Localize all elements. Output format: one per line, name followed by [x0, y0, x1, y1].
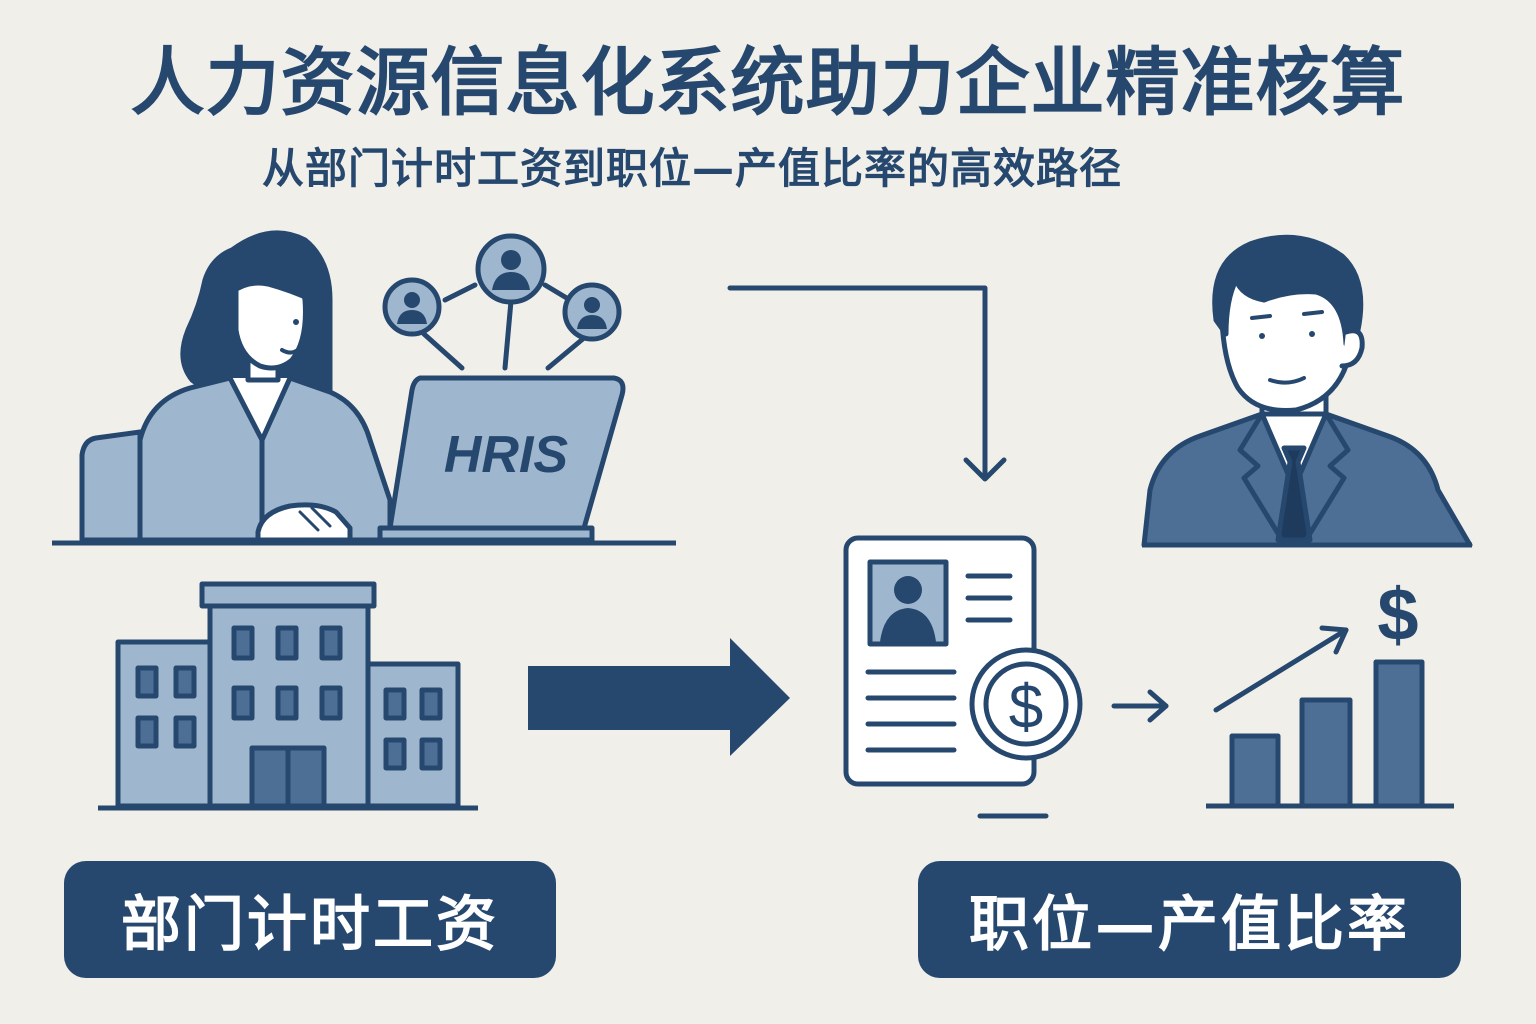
department-hourly-wage-label: 部门计时工资 [121, 890, 499, 960]
page-subtitle: 从部门计时工资到职位—产值比率的高效路径 [262, 144, 1123, 193]
hris-label: HRIS [444, 426, 569, 484]
page-title: 人力资源信息化系统助力企业精准核算 [130, 40, 1406, 126]
employee-network-icons [421, 282, 587, 371]
coin-dollar-icon: $ [1009, 673, 1043, 742]
flow-arrow-down [727, 285, 1007, 482]
growth-dollar-icon: $ [1377, 573, 1418, 656]
user-icon-right [562, 282, 622, 342]
user-icon-center [475, 233, 547, 305]
employee-profile-document [843, 535, 1083, 787]
position-output-ratio-badge: 职位—产值比率 [918, 861, 1461, 978]
manager-illustration [1141, 234, 1473, 548]
small-right-arrow [1111, 689, 1169, 723]
office-building-icon [115, 581, 461, 809]
user-icon-left [382, 277, 442, 337]
hr-woman-illustration [79, 230, 626, 543]
department-hourly-wage-badge: 部门计时工资 [64, 861, 556, 978]
position-output-ratio-label: 职位—产值比率 [969, 890, 1410, 960]
big-right-arrow [528, 638, 790, 756]
